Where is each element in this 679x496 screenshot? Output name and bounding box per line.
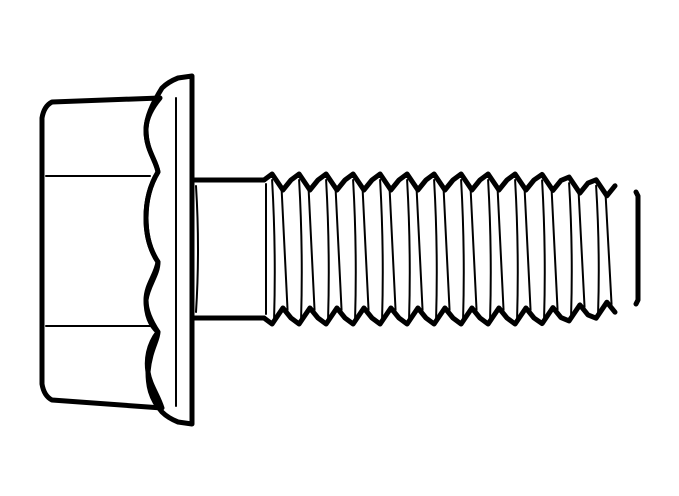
thread-profile-bottom xyxy=(261,299,618,327)
thread-crest-line xyxy=(433,179,438,319)
thread-crest-line xyxy=(568,182,573,316)
thread-root-line xyxy=(307,187,316,311)
thread-tip xyxy=(633,189,641,307)
shank-fillet xyxy=(195,185,199,313)
thread-crest-line xyxy=(595,184,600,314)
thread-crest-line xyxy=(514,179,519,319)
bolt-shank xyxy=(189,177,267,321)
thread-root-line xyxy=(442,187,451,311)
bolt-threads xyxy=(261,171,641,327)
thread-crest-line xyxy=(379,179,384,319)
thread-root-line xyxy=(523,187,532,311)
thread-crest-line xyxy=(541,179,546,319)
thread-root-line xyxy=(361,187,370,311)
thread-root-line xyxy=(388,187,397,311)
thread-root-line xyxy=(334,187,343,311)
thread-root-line xyxy=(604,192,613,306)
thread-root-line xyxy=(280,187,289,311)
thread-profile-top xyxy=(261,171,618,199)
thread-root-line xyxy=(415,187,424,311)
thread-root-line xyxy=(550,187,559,311)
thread-crest-line xyxy=(298,179,303,319)
thread-crest-line xyxy=(271,179,276,319)
thread-crest-line xyxy=(352,179,357,319)
bolt-flange xyxy=(143,73,195,427)
thread-crest-line xyxy=(460,179,465,319)
thread-root-line xyxy=(469,187,478,311)
thread-crest-line xyxy=(406,179,411,319)
bolt-hex-head xyxy=(39,95,165,411)
thread-root-line xyxy=(496,187,505,311)
thread-crest-line xyxy=(325,179,330,319)
thread-crest-line xyxy=(487,179,492,319)
thread-root-line xyxy=(577,190,586,308)
